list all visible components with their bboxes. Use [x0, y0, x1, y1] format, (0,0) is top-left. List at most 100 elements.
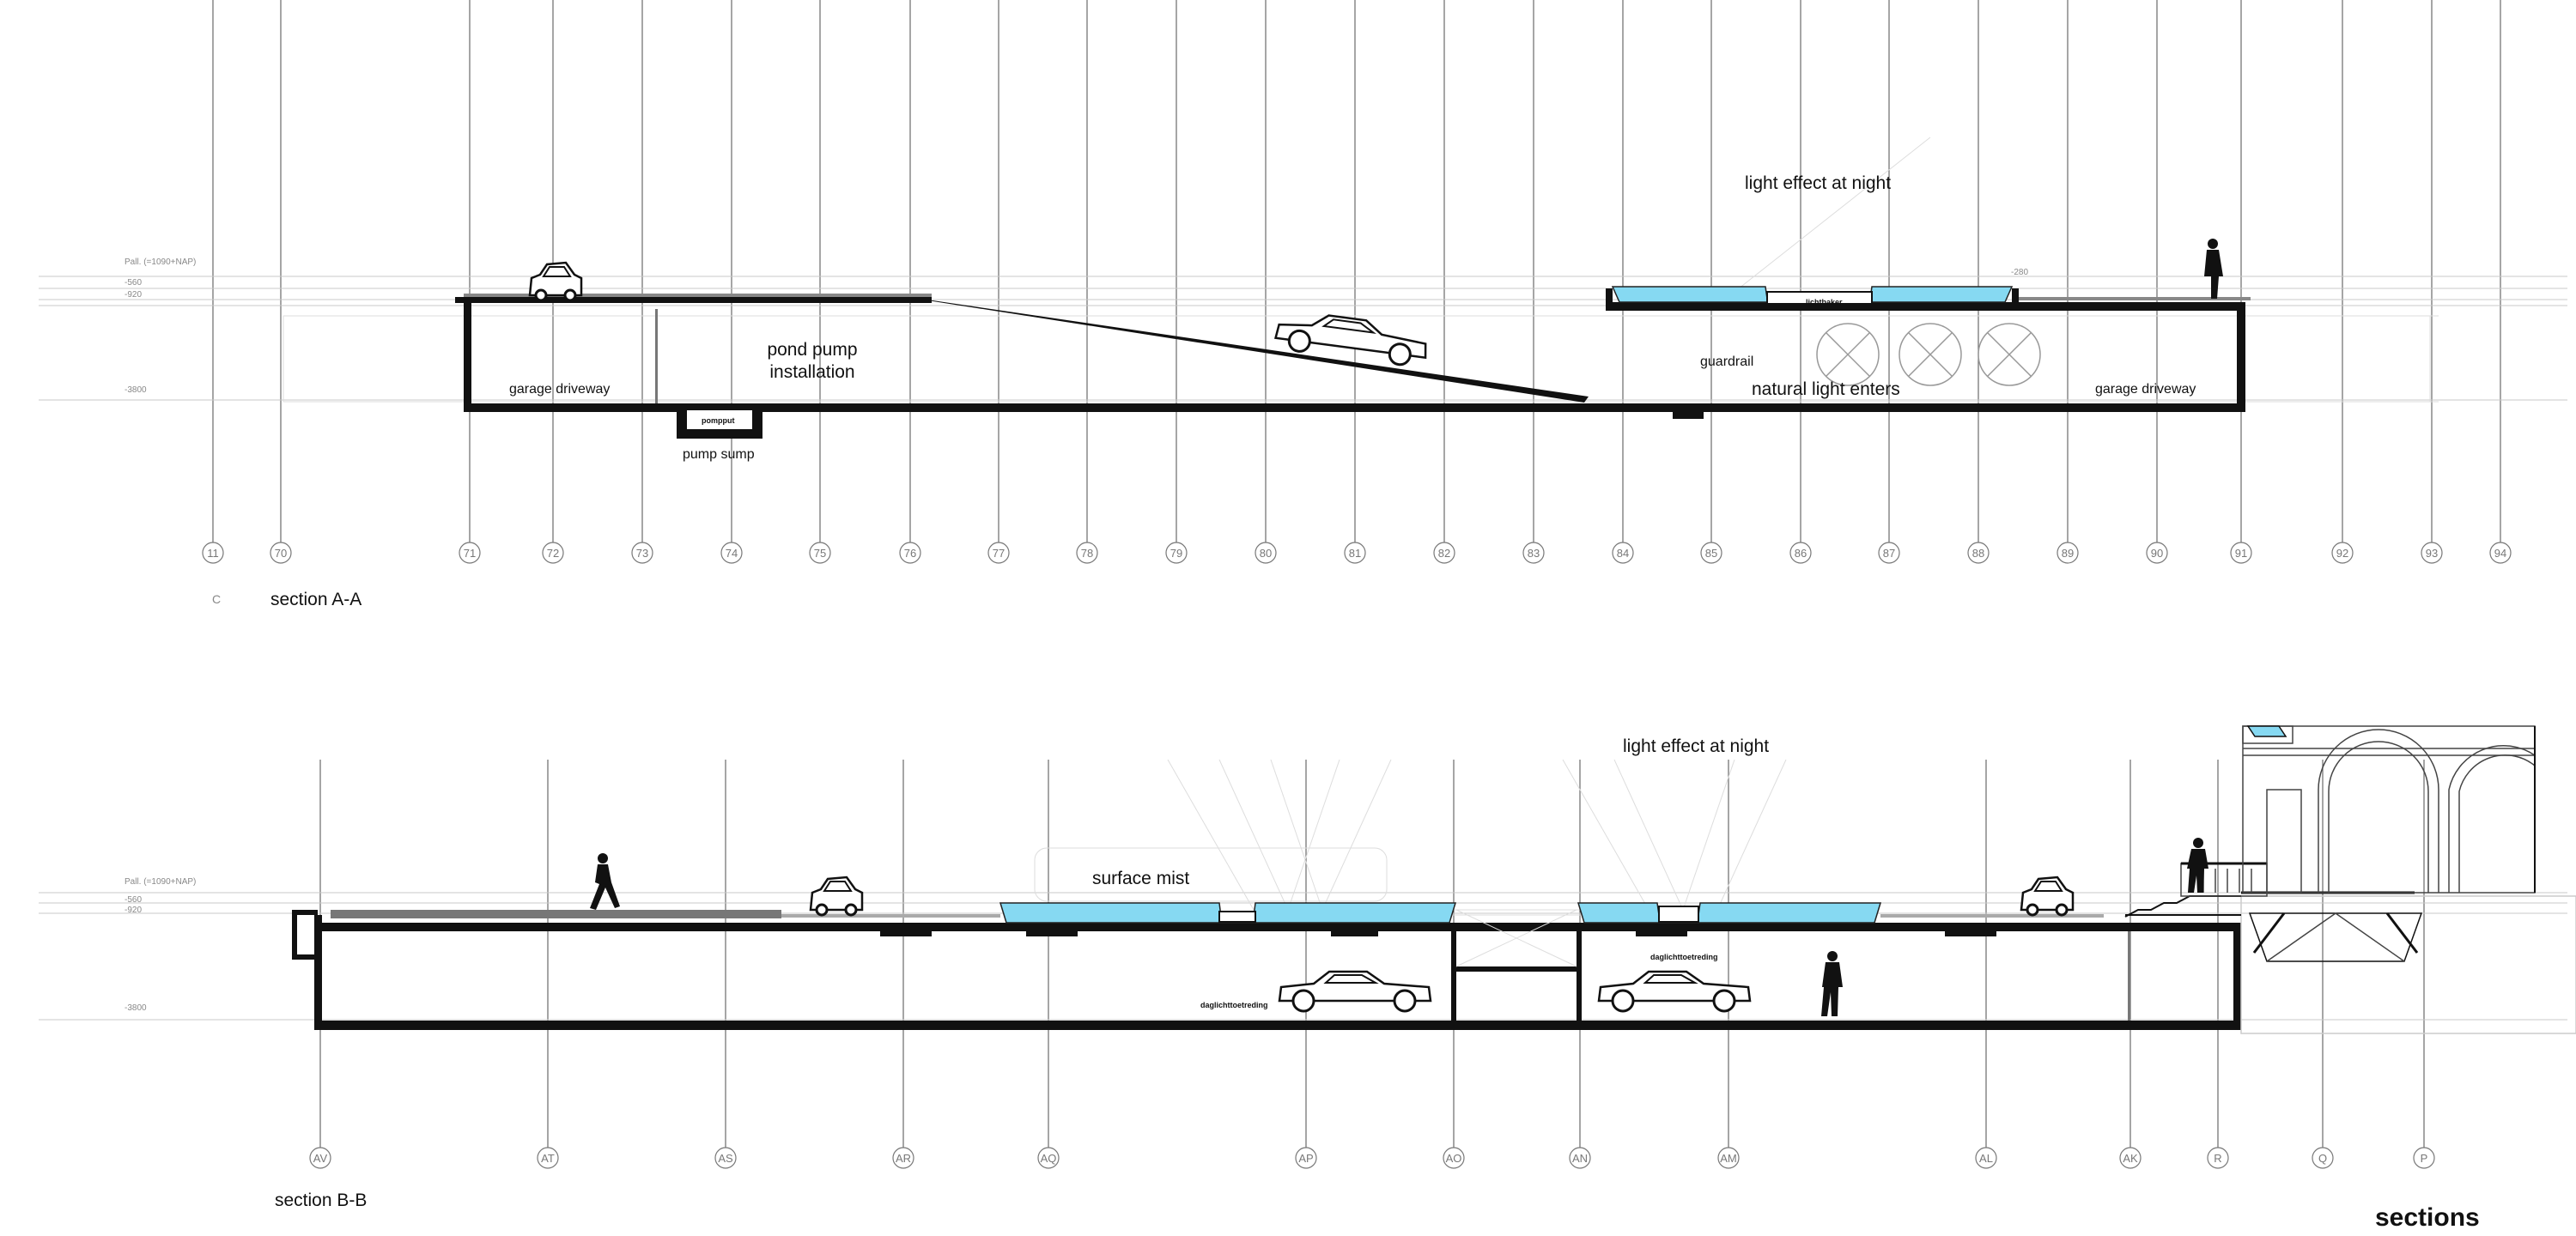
grid-bubble [2421, 542, 2443, 564]
grid-bubble [2230, 542, 2252, 564]
grid-bubble [631, 542, 653, 564]
grid-bubble [899, 542, 921, 564]
grid-label: 84 [1617, 547, 1629, 560]
grid-bubble [987, 542, 1010, 564]
grid-bubble [270, 542, 292, 564]
grid-label: 80 [1260, 547, 1272, 560]
grid-label: 79 [1170, 547, 1182, 560]
level-label-560: -560 [125, 278, 142, 288]
grid-bubble [309, 1147, 331, 1169]
grid-bubble [1612, 542, 1634, 564]
grid-bubble [1967, 542, 1990, 564]
grid-bubble [1789, 542, 1812, 564]
grid-label: 72 [547, 547, 559, 560]
grid-label: 82 [1438, 547, 1450, 560]
grid-label: 86 [1795, 547, 1807, 560]
grid-bubble [1700, 542, 1722, 564]
grid-bubble [1165, 542, 1188, 564]
natural-light-label: natural light enters [1752, 379, 1900, 399]
light-effect-label-b: light effect at night [1623, 736, 1769, 756]
historic-building [2124, 725, 2576, 1034]
grid-bubble [202, 542, 224, 564]
light-effect-label: light effect at night [1745, 173, 1891, 193]
grid-bubble [2119, 1147, 2142, 1169]
grid-label: 70 [275, 547, 287, 560]
grid-label: 74 [726, 547, 738, 560]
grid-label: AL [1979, 1152, 1993, 1165]
car-icon [528, 261, 583, 302]
grid-bubble [1878, 542, 1900, 564]
grid-label: 88 [1972, 547, 1984, 560]
grid-bubble [2312, 1147, 2334, 1169]
level-label-pall: Pall. (=1090+NAP) [125, 258, 196, 267]
grid-label: AO [1446, 1152, 1462, 1165]
car-icon [1273, 314, 1427, 367]
grid-bubble [1443, 1147, 1465, 1169]
grid-label: R [2214, 1152, 2221, 1165]
person-icon [1821, 951, 1843, 1016]
level-label-560-b: -560 [125, 895, 142, 905]
grid-bubble [1522, 542, 1545, 564]
grid-bubble [892, 1147, 914, 1169]
level-label-920-b: -920 [125, 906, 142, 915]
grid-label: 76 [904, 547, 916, 560]
pond-pump-line-1: pond pump [767, 340, 857, 360]
car-icon [1597, 970, 1752, 1013]
lichtbaker-label: lichtbaker [1806, 298, 1843, 306]
grid-bubble [809, 542, 831, 564]
sheet-title: sections [2375, 1203, 2480, 1232]
grid-bubble [1569, 1147, 1591, 1169]
grid-label: P [2421, 1152, 2428, 1165]
car-icon [2020, 876, 2075, 917]
grid-label: 85 [1705, 547, 1717, 560]
pompput-label: pompput [702, 416, 735, 425]
level-label-3800-b: -3800 [125, 1003, 147, 1013]
daylight-right-label: daglichttoetreding [1650, 953, 1718, 961]
pond-pump-line-2: installation [769, 362, 854, 382]
grid-bubble [1975, 1147, 1997, 1169]
grid-label: AV [313, 1152, 328, 1165]
light-beams-b [1034, 759, 1787, 911]
structure-a [455, 136, 2251, 439]
grid-label: 94 [2494, 547, 2506, 560]
grid-label: AN [1572, 1152, 1588, 1165]
grid-label: 83 [1528, 547, 1540, 560]
level-label-pall-b: Pall. (=1090+NAP) [125, 877, 196, 887]
grid-label: 91 [2235, 547, 2247, 560]
grid-bubble [1076, 542, 1098, 564]
grid-bubble [537, 1147, 559, 1169]
grid-bubble [1037, 1147, 1060, 1169]
garage-driveway-left-label: garage driveway [509, 382, 610, 397]
grid-label: 89 [2062, 547, 2074, 560]
section-marker: C [212, 592, 221, 606]
grid-label: AS [718, 1152, 733, 1165]
grid-bubble [2413, 1147, 2435, 1169]
grid-label: AR [896, 1152, 911, 1165]
grid-label: AK [2123, 1152, 2138, 1165]
grid-label: 77 [993, 547, 1005, 560]
surface-mist-label: surface mist [1092, 869, 1189, 888]
grid-bubble [1344, 542, 1366, 564]
pond-a [1611, 286, 2014, 305]
car-icon [809, 876, 864, 917]
grid-label: 11 [207, 547, 219, 560]
grid-label: 90 [2151, 547, 2163, 560]
grid-bubble [2207, 1147, 2229, 1169]
level-label-280: -280 [2011, 268, 2028, 277]
grid-label: 75 [814, 547, 826, 560]
person-icon [2187, 838, 2208, 893]
person-icon [2204, 239, 2223, 299]
grid-bubble [720, 542, 743, 564]
structure-b [292, 909, 2241, 1030]
grid-bubble [1717, 1147, 1740, 1169]
grid-bubble [2331, 542, 2354, 564]
car-icon [1278, 970, 1432, 1013]
guardrail-label: guardrail [1700, 354, 1753, 369]
grid-label: 92 [2336, 547, 2348, 560]
grid-bubble [1255, 542, 1277, 564]
